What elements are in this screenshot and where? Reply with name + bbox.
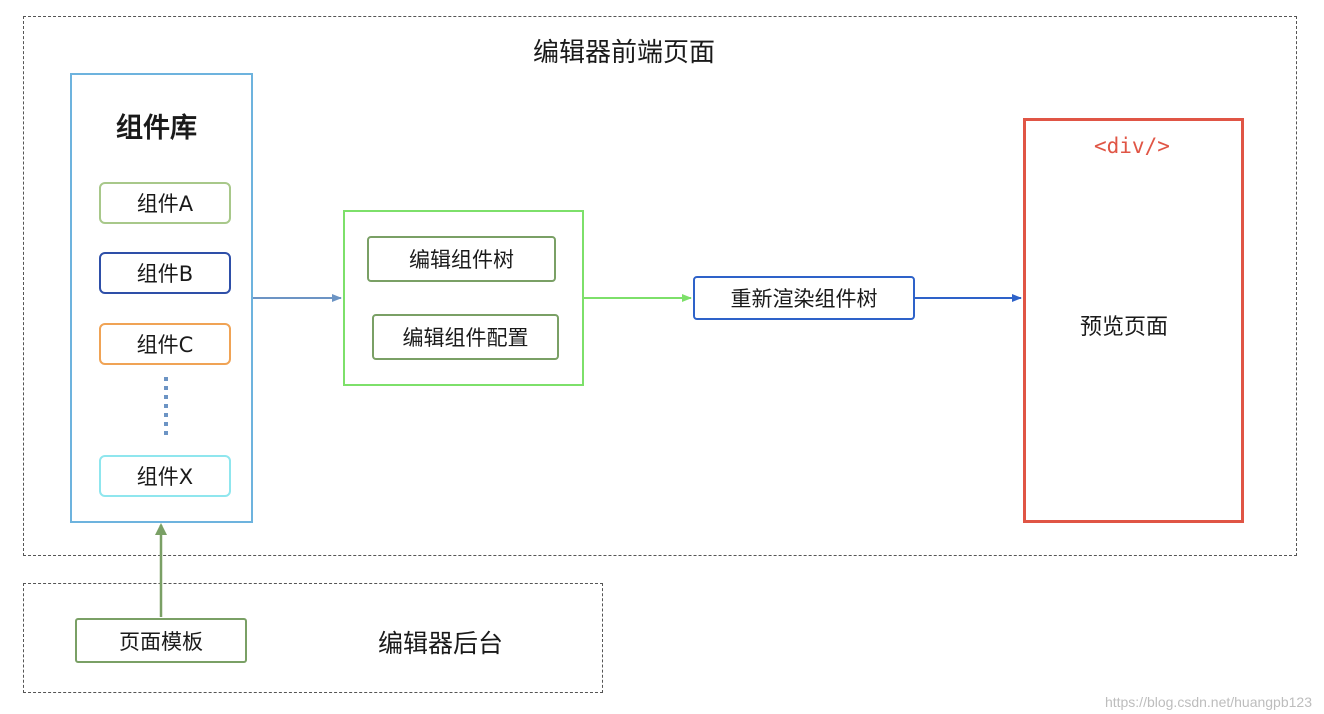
page-template-box: 页面模板 (75, 618, 247, 663)
preview-page-label: 预览页面 (1080, 315, 1169, 340)
component-x: 组件X (99, 455, 231, 497)
component-a: 组件A (99, 182, 231, 224)
frontend-container (23, 16, 1297, 556)
div-tag-label: <div/> (1094, 134, 1170, 158)
editor-panel (343, 210, 584, 386)
edit-config-box: 编辑组件配置 (372, 314, 559, 360)
component-c: 组件C (99, 323, 231, 365)
backend-container (23, 583, 603, 693)
template-arrow-head (155, 523, 167, 535)
component-library-title: 组件库 (116, 113, 197, 144)
component-b: 组件B (99, 252, 231, 294)
frontend-title: 编辑器前端页面 (533, 38, 716, 68)
backend-title: 编辑器后台 (378, 629, 504, 658)
component-library-panel (70, 73, 253, 523)
edit-tree-box: 编辑组件树 (367, 236, 556, 282)
rerender-box: 重新渲染组件树 (693, 276, 915, 320)
watermark: https://blog.csdn.net/huangpb123 (1104, 694, 1312, 710)
preview-panel (1023, 118, 1244, 523)
